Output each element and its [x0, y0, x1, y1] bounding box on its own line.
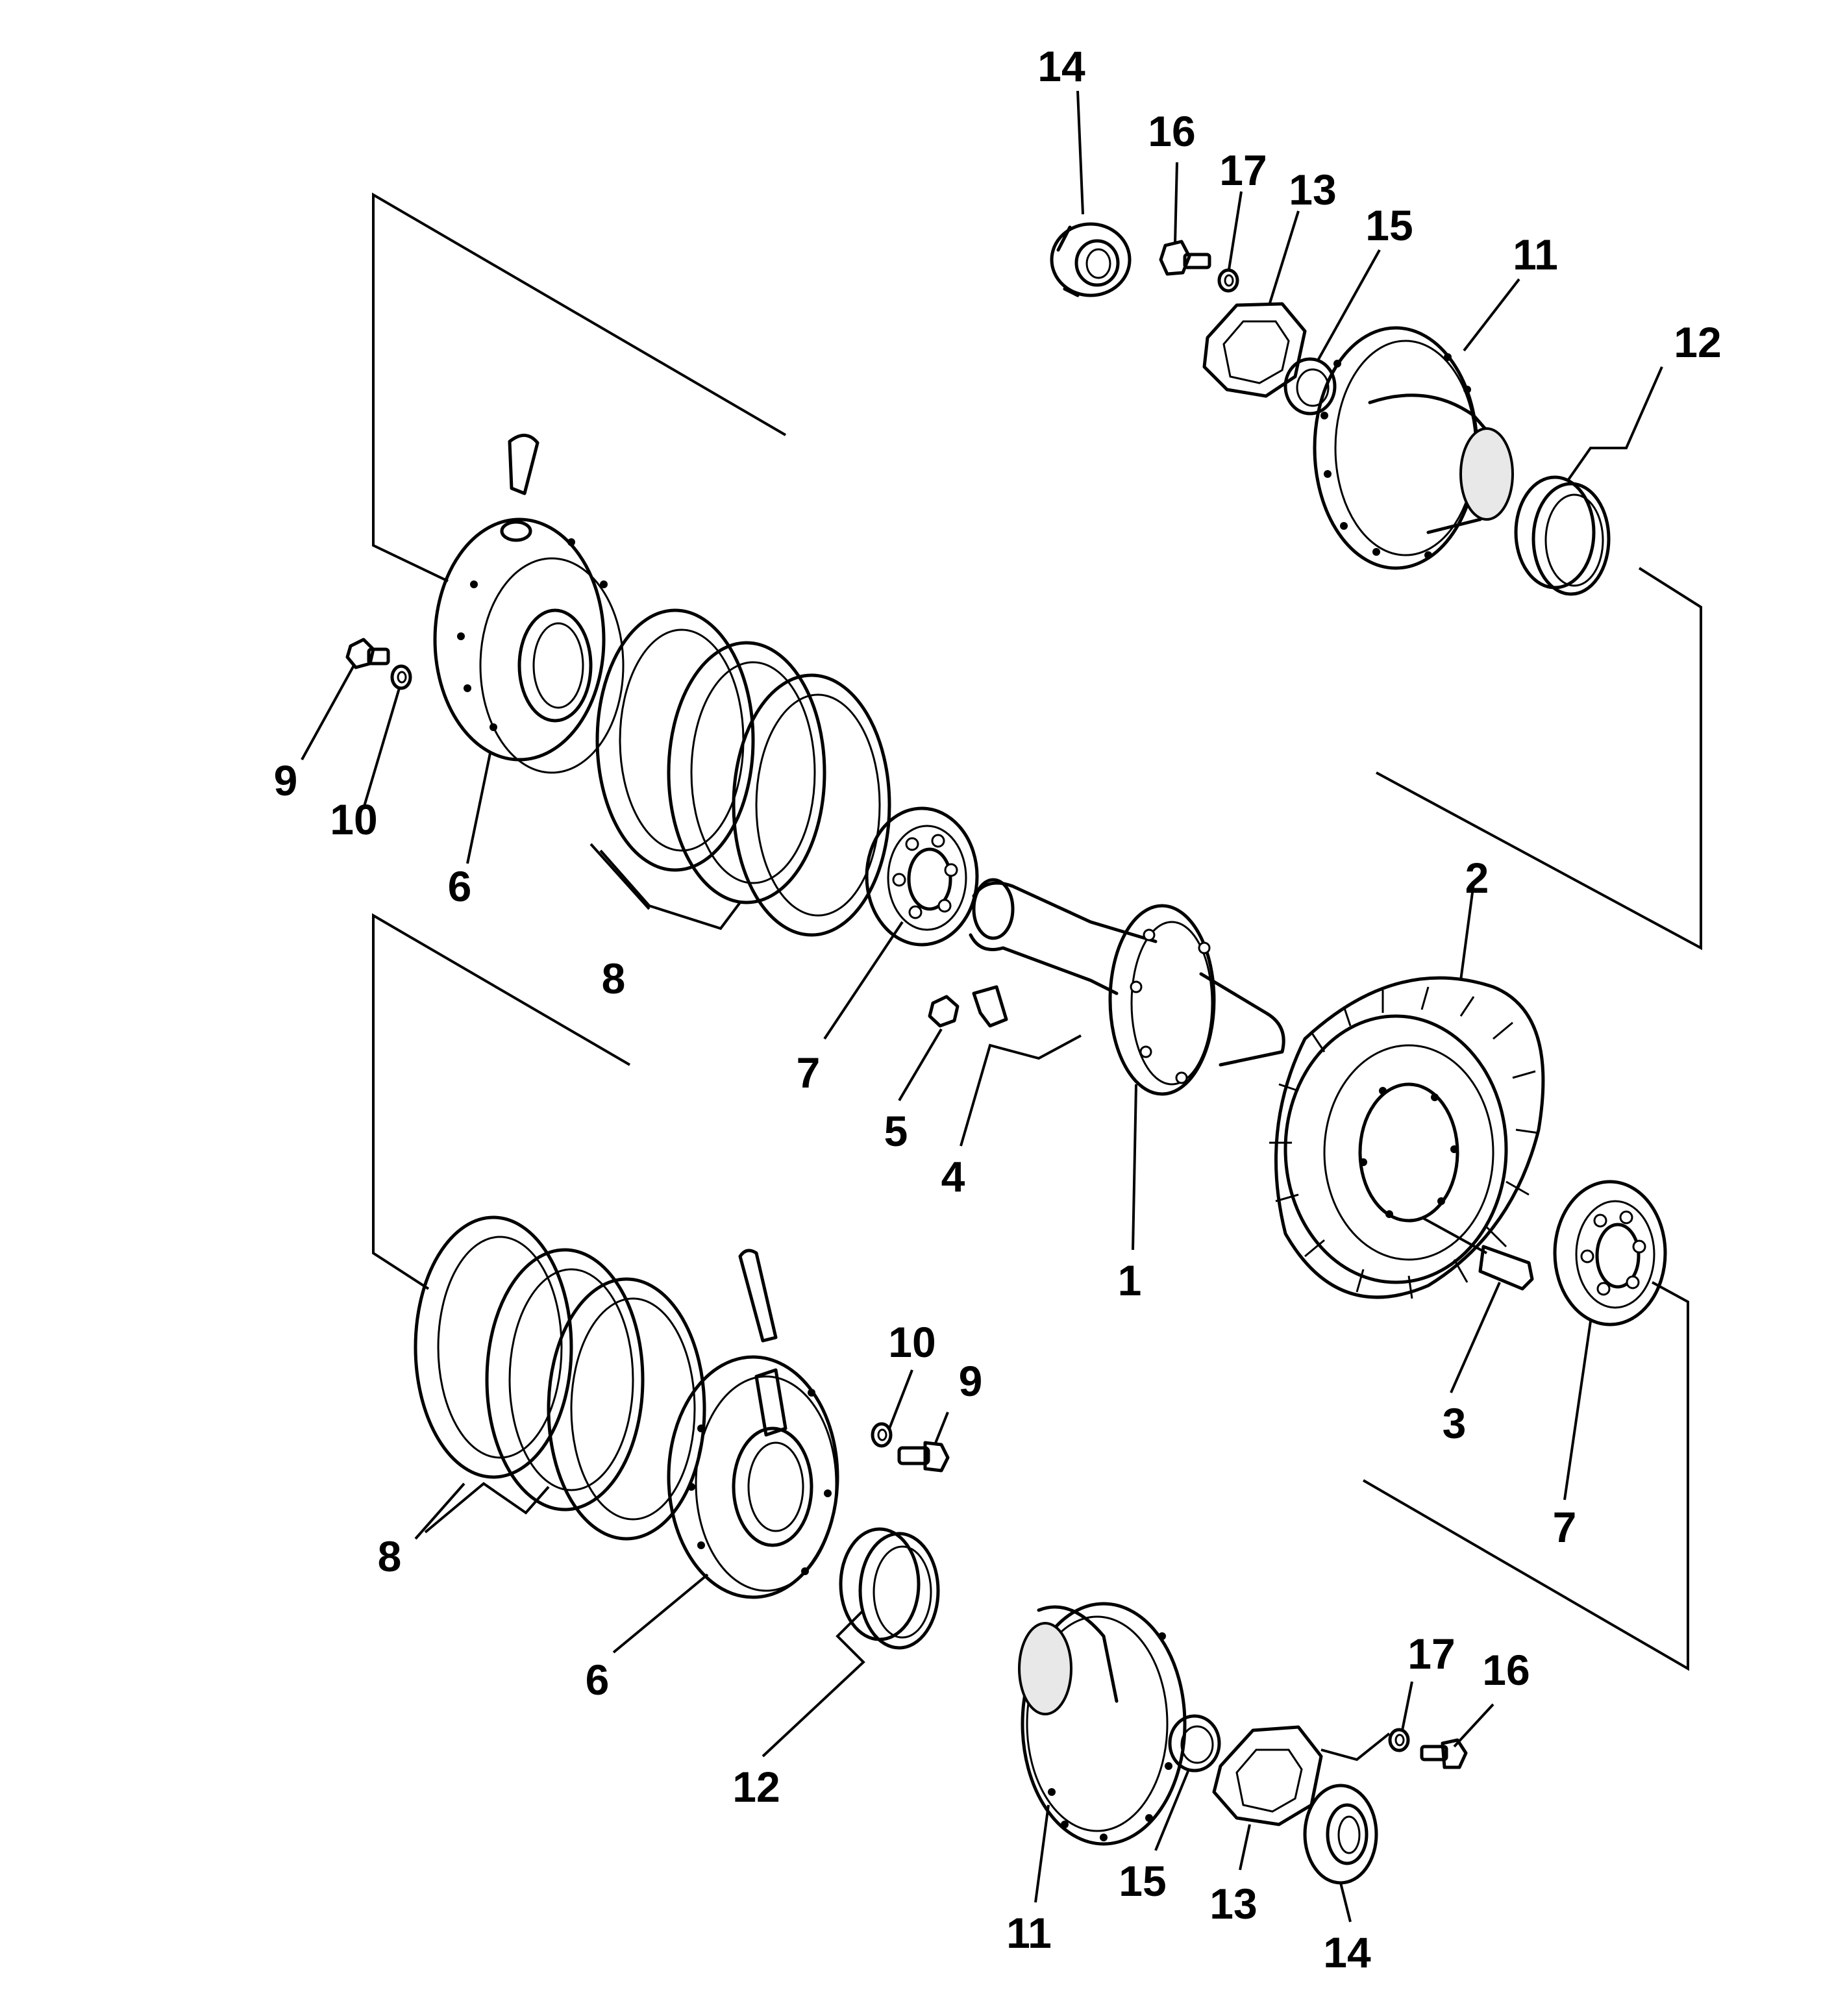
callout-10-lower: 10	[888, 1318, 936, 1366]
callout-12-upper: 12	[1674, 318, 1721, 366]
callout-9-lower: 9	[959, 1357, 983, 1405]
callout-6-lower: 6	[586, 1656, 610, 1704]
callout-11-upper: 11	[1513, 230, 1558, 279]
part-17-washer-upper	[1217, 268, 1239, 293]
callout-15-lower: 15	[1119, 1857, 1166, 1905]
part-17-washer-lower	[1388, 1728, 1410, 1752]
callout-17-lower: 17	[1407, 1630, 1455, 1678]
callout-10-upper: 10	[330, 795, 377, 843]
part-15-oring-lower	[1168, 1714, 1221, 1773]
part-12-shims-lower	[839, 1527, 940, 1650]
callout-4: 4	[941, 1152, 965, 1201]
part-10-washer-lower	[871, 1422, 893, 1448]
callout-11-lower: 11	[1006, 1909, 1052, 1957]
assembly-frame-lines	[372, 192, 1702, 1671]
part-3-bolt	[1478, 1245, 1534, 1291]
part-16-bolt-upper	[1159, 240, 1211, 276]
callout-12-lower: 12	[732, 1763, 780, 1811]
callout-1: 1	[1118, 1256, 1142, 1304]
callout-2: 2	[1465, 854, 1489, 902]
part-9-bolt-lower	[897, 1441, 950, 1473]
part-9-bolt-upper	[345, 638, 390, 669]
part-16-bolt-lower	[1420, 1738, 1468, 1769]
part-11-cage-upper	[1313, 326, 1514, 570]
part-7-bearing-upper	[865, 806, 979, 947]
callout-labels: 14 16 17 13 15 11 12 9 10 6 8 7 5 4 1 2 …	[274, 42, 1722, 1976]
callout-3: 3	[1443, 1399, 1467, 1447]
part-14-seal-upper	[1050, 222, 1132, 297]
part-11-cage-lower	[1018, 1602, 1187, 1846]
callout-9-upper: 9	[274, 756, 298, 804]
part-oil-pipe-upper	[508, 434, 539, 495]
part-4-lock	[972, 985, 1008, 1028]
part-5-nut	[928, 995, 960, 1028]
callout-17-upper: 17	[1219, 146, 1267, 194]
callout-16-lower: 16	[1482, 1646, 1530, 1694]
part-8-discs-lower	[414, 1215, 706, 1541]
part-14-seal-lower	[1303, 1784, 1378, 1885]
part-1-bevel-pinion-shaft	[969, 878, 1285, 1096]
callout-6-upper: 6	[448, 862, 472, 910]
part-12-shims-upper	[1514, 475, 1611, 596]
part-13-lockplate-lower	[1212, 1725, 1323, 1826]
callout-13-upper: 13	[1289, 166, 1336, 214]
part-10-washer-upper	[390, 664, 412, 690]
part-15-oring-upper	[1283, 357, 1337, 416]
part-oil-pipe-lower	[738, 1249, 778, 1343]
part-7-bearing-lower	[1553, 1180, 1667, 1326]
part-8-discs-upper	[595, 608, 891, 937]
callout-8-lower: 8	[378, 1532, 402, 1580]
callout-16-upper: 16	[1148, 107, 1195, 155]
callout-14-lower: 14	[1323, 1928, 1371, 1976]
callout-8-upper: 8	[602, 954, 626, 1002]
callout-13-lower: 13	[1209, 1880, 1257, 1928]
callout-7-upper: 7	[797, 1049, 821, 1097]
callout-7-lower: 7	[1553, 1503, 1577, 1551]
leader-lines	[301, 90, 1663, 1923]
callout-5: 5	[884, 1107, 908, 1155]
part-6-retainer-upper	[433, 517, 625, 774]
part-13-lockplate-upper	[1202, 302, 1307, 398]
callout-14-upper: 14	[1037, 42, 1085, 90]
part-6-retainer-lower	[667, 1355, 839, 1599]
callout-15-upper: 15	[1365, 201, 1413, 249]
part-2-bevel-gear	[1269, 976, 1545, 1299]
